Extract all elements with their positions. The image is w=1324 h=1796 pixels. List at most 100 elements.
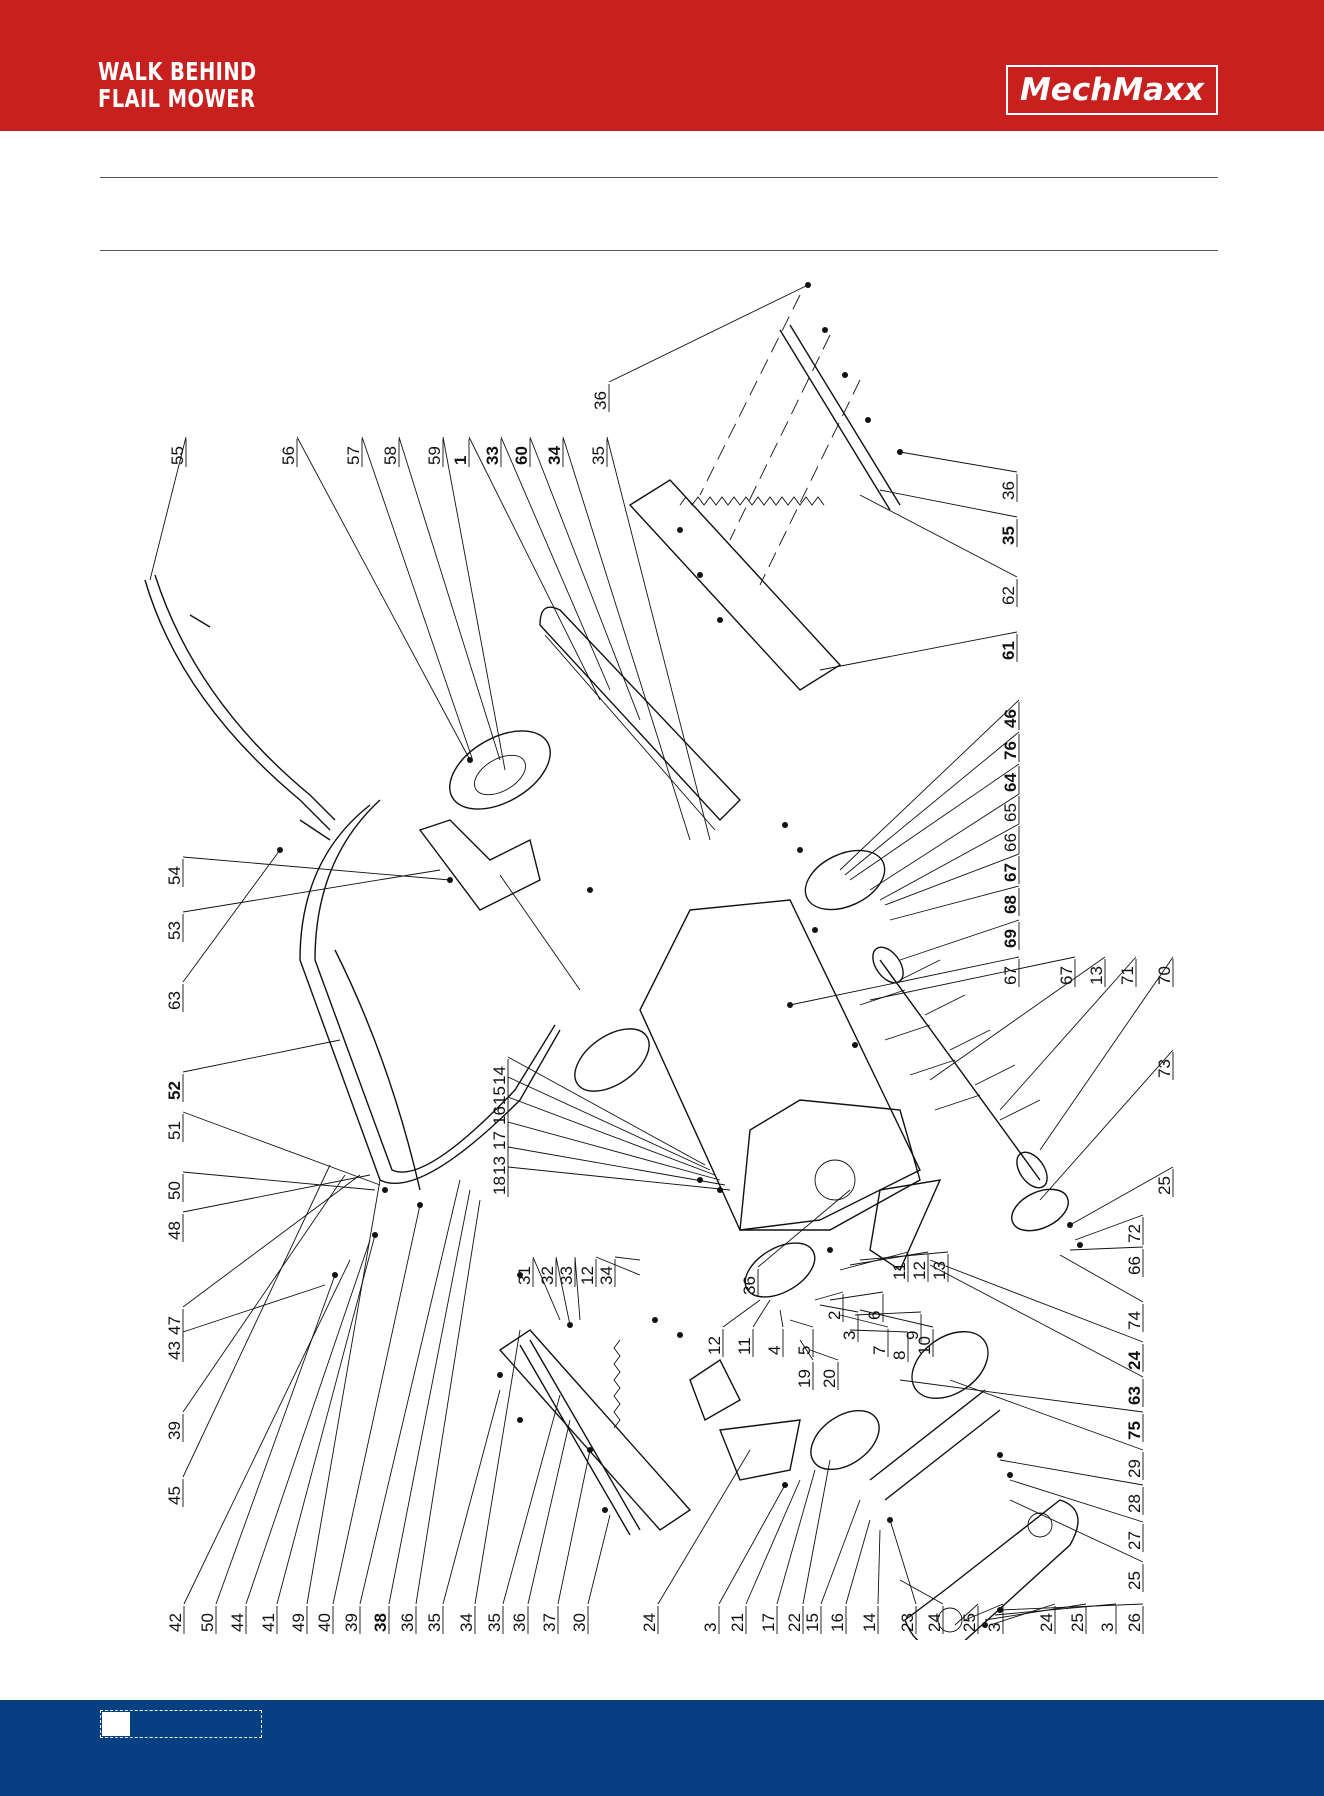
leader-line [507,1121,721,1181]
part-label-24: 24 [1125,1351,1144,1370]
leader-line [776,1469,816,1605]
belt-guard [904,1499,1079,1640]
part-label-66: 66 [1001,833,1020,852]
part-label-69: 69 [1001,929,1020,948]
leader-line [507,1096,716,1176]
leader-line [779,1309,784,1328]
part-label-54: 54 [165,866,184,885]
part-label-73: 73 [1155,1059,1174,1078]
leader-line [276,1234,376,1605]
part-label-47: 47 [165,1316,184,1335]
part-label-31: 31 [515,1266,534,1285]
rotor-end-disc [872,946,904,984]
leader-line [182,1171,376,1191]
drive-belt [869,1389,1001,1501]
fasteners [277,282,1083,1628]
part-label-18: 18 [490,1176,509,1195]
page-number [102,1712,130,1736]
bearing-housing [804,849,886,911]
leader-line [507,1166,731,1191]
leader-line [899,1379,1144,1413]
part-label-14: 14 [860,1613,879,1632]
part-label-66: 66 [1125,1256,1144,1275]
leader-line [819,1304,859,1313]
leader-line [182,1164,331,1478]
part-label-15: 15 [490,1086,509,1105]
part-label-11: 11 [735,1337,754,1355]
part-label-35: 35 [589,446,608,465]
leader-line [999,1603,1144,1611]
drive-pulley [911,1331,989,1399]
leader-line [1069,1166,1174,1226]
leader-line [899,451,1018,473]
leader-line [994,1603,1117,1616]
part-label-19: 19 [795,1369,814,1388]
part-label-36: 36 [510,1613,529,1632]
leader-line [529,436,641,721]
leader-line [899,919,1020,961]
leader-line [820,1499,861,1605]
leader-line [527,1419,571,1605]
part-label-41: 41 [259,1613,278,1632]
flail-rotor-shaft [879,959,1041,1181]
part-label-35: 35 [999,526,1018,545]
leader-line [1059,1254,1144,1303]
part-label-51: 51 [165,1121,184,1140]
assembly-line-3 [759,379,861,586]
part-label-60: 60 [512,446,531,465]
part-label-63: 63 [165,991,184,1010]
deck-side-panel [739,1099,921,1231]
part-label-34: 34 [457,1613,476,1632]
leader-line [839,1314,889,1328]
part-label-44: 44 [228,1613,247,1632]
leader-line [595,1256,641,1276]
leader-line [869,956,1076,1001]
part-label-37: 37 [540,1613,559,1632]
part-label-74: 74 [1125,1311,1144,1330]
leader-line [849,1251,929,1266]
leader-line [839,699,1020,871]
bottom-rule [100,250,1218,251]
leader-line [849,763,1020,881]
leader-line [869,793,1020,891]
part-label-59: 59 [425,446,444,465]
leader-line [608,284,809,383]
part-label-7: 7 [870,1346,889,1355]
idler-bracket [689,1358,741,1422]
brand-logo: MechMaxx [1006,65,1218,115]
part-label-46: 46 [1001,709,1020,728]
rear-guard-fold [544,634,716,831]
leader-line [332,1204,421,1605]
leader-line [657,1449,751,1605]
leader-line [1074,1214,1144,1241]
leader-line [964,1603,1004,1621]
leader-line [182,1039,341,1073]
adjuster-rod [499,874,581,991]
leader-line [745,1479,801,1605]
comb-plate [628,479,842,691]
part-label-76: 76 [1001,741,1020,760]
part-label-17: 17 [490,1131,509,1150]
leader-line [1009,1499,1144,1563]
part-label-64: 64 [1001,773,1020,792]
front-comb-teeth [613,1339,621,1429]
leader-line [859,494,1018,578]
leader-line [929,1259,1144,1343]
rotor-end-disc-2 [1016,1151,1048,1189]
part-label-25: 25 [1068,1613,1087,1632]
part-label-62: 62 [999,586,1018,605]
leader-line [802,1459,831,1605]
part-label-56: 56 [279,446,298,465]
leader-line [1039,956,1174,1151]
part-label-12: 12 [910,1261,929,1280]
front-wheel [574,1028,650,1092]
leader-line [182,1284,326,1333]
handle-bar [144,574,336,831]
leader-line [814,1291,844,1301]
part-label-12: 12 [705,1336,724,1355]
assembly-line-1 [699,294,801,496]
part-label-16: 16 [490,1106,509,1125]
part-label-75: 75 [1125,1421,1144,1440]
part-label-38: 38 [371,1613,390,1632]
front-comb-plate [498,1329,692,1531]
